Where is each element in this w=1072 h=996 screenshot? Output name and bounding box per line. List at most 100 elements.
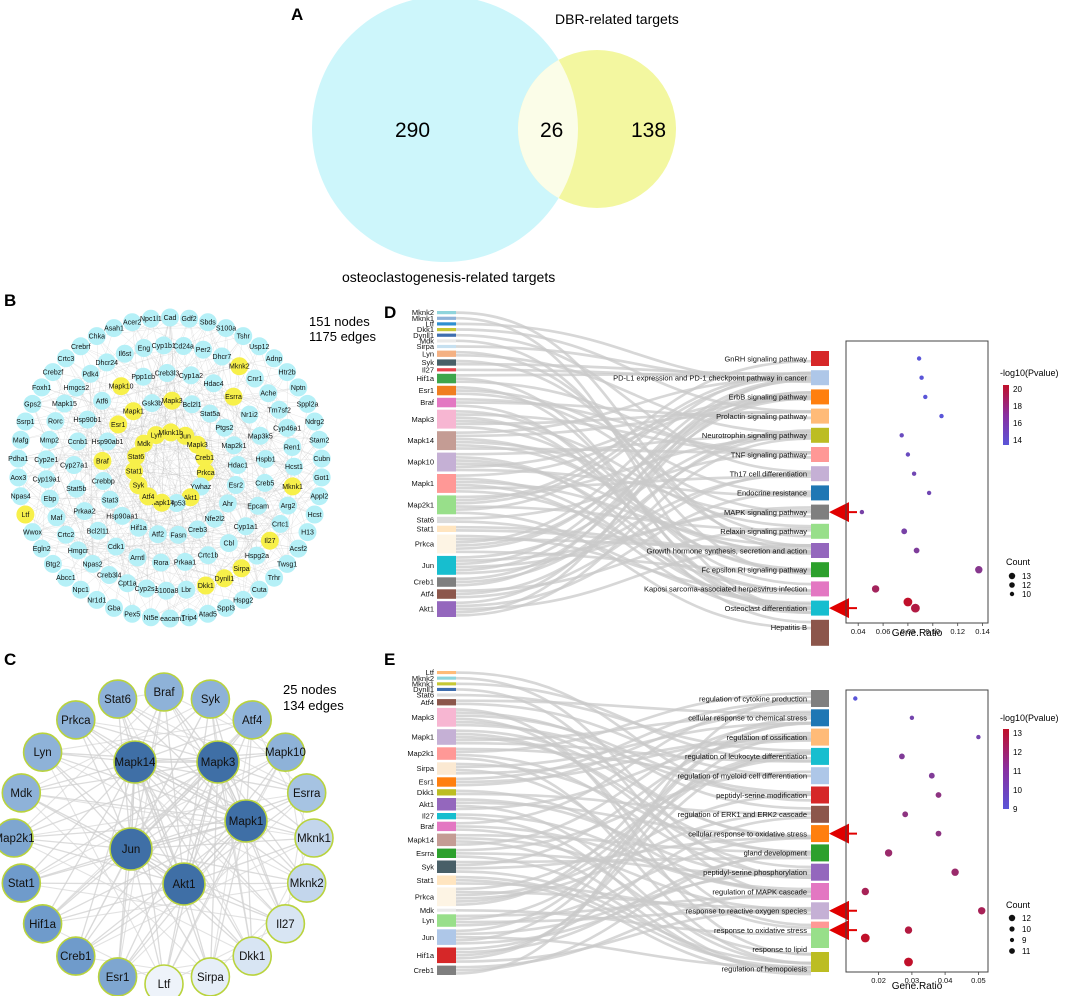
network-b-node: Trp53 [168, 494, 186, 512]
network-b-node-circle [278, 418, 297, 437]
network-b-node-circle [83, 554, 102, 573]
network-b-node-circle [56, 568, 75, 587]
network-b-node: Dhcr24 [96, 353, 118, 372]
network-b-node: Stam2 [309, 430, 330, 449]
network-b-edge [190, 375, 295, 467]
network-c-node-count: 25 nodes [283, 682, 337, 697]
network-b-node: Egln2 [32, 539, 51, 558]
network-b-node: Cyp19a1 [32, 470, 61, 489]
kegg-gene-esr1: Esr1 [419, 385, 456, 396]
network-b-node-label: Npas4 [11, 494, 31, 501]
network-c-node: Esrra [286, 773, 327, 813]
go-gene-label: Mdk [420, 906, 434, 915]
network-b-node-circle [141, 309, 160, 328]
go-gene-bar [437, 929, 456, 945]
network-c-node-circle [232, 936, 272, 976]
go-gene-bar [437, 821, 456, 832]
go-dot-plot: Gene.Ratio -log10(Pvalue) 13 12 11 10 9 … [845, 689, 1059, 992]
network-b-node-circle [55, 394, 74, 413]
go-tick-label: 0.03 [905, 976, 920, 985]
network-b-edge [32, 531, 187, 590]
kegg-gene-bar [437, 328, 456, 332]
network-b-edge [18, 378, 255, 478]
network-b-node-label: Hspg2a [245, 553, 269, 560]
network-b-node-label: Stat5b [66, 486, 86, 493]
go-gene-label: Atf4 [421, 698, 434, 707]
network-b-node-label: Hdac4 [203, 381, 223, 388]
network-b-node-circle [40, 489, 59, 508]
go-color-tick: 10 [1013, 786, 1022, 795]
network-b-node-circle [152, 553, 170, 572]
network-c-edge [42, 923, 165, 985]
go-gene-mknk2: Mknk2 [412, 674, 456, 683]
network-b-node: Npas2 [82, 554, 103, 573]
venn-left-label: osteoclastogenesis-related targets [342, 269, 555, 285]
kegg-term-prolactin-signaling-pathway: Prolactin signaling pathway [716, 408, 829, 424]
network-c-edge [13, 761, 219, 839]
network-b-edge [87, 419, 93, 564]
kegg-gene-ltf: Ltf [426, 320, 456, 329]
go-term-response-to-lipid: response to lipid [752, 928, 829, 954]
network-b-node-circle [81, 364, 100, 383]
network-b-node-label: Prkaa2 [73, 509, 95, 516]
kegg-term-bar [811, 504, 829, 520]
network-b-node: Cyp46a1 [273, 418, 301, 437]
kegg-point [939, 413, 944, 419]
kegg-size-tick: 13 [1022, 572, 1031, 581]
kegg-term-pd-l1-expression-and-pd-1-checkpoint-pathway-in-cancer: PD-L1 expression and PD-1 checkpoint pat… [613, 370, 829, 386]
kegg-term-bar [811, 581, 829, 597]
network-b-node-label: Prkca [197, 470, 215, 477]
go-term-bar [811, 902, 829, 920]
network-c-edge [134, 761, 185, 885]
kegg-color-tick: 14 [1013, 436, 1022, 445]
network-b-node-circle [78, 410, 97, 429]
network-b-node-circle [250, 580, 269, 599]
kegg-term-label: Relaxin signaling pathway [720, 527, 807, 536]
kegg-term-label: Prolactin signaling pathway [716, 412, 807, 421]
kegg-tick-label: 0.08 [901, 627, 916, 636]
network-b-node: Cyp1b1 [152, 336, 176, 355]
network-b-edge [188, 318, 260, 590]
kegg-gene-bar [437, 368, 456, 372]
network-b-node-label: Ywhaz [190, 484, 212, 491]
network-b-node-circle [87, 590, 106, 609]
network-b-node: Il27 [260, 531, 279, 550]
go-tick-label: 0.05 [971, 976, 986, 985]
network-c-edge [75, 698, 211, 957]
go-term-bar [811, 767, 829, 785]
network-c-edge [21, 698, 211, 794]
go-point [909, 715, 915, 720]
kegg-point [926, 490, 932, 496]
panel-label-a: A [291, 5, 303, 24]
network-b-node: Gdf2 [180, 309, 199, 328]
network-b-node-label: Htr2b [279, 370, 296, 377]
network-b-node-label: Bcl2l1 [182, 402, 201, 409]
kegg-link [455, 401, 812, 420]
network-b-node-label: Mapk10 [109, 384, 134, 391]
network-b-edge [205, 472, 293, 487]
network-b-node: Epcam [247, 496, 269, 515]
network-b-node-label: Ndrg2 [305, 419, 324, 426]
network-b-node: Mapk1 [123, 402, 144, 421]
network-c-node: Syk [190, 679, 231, 719]
network-b-node-circle [249, 496, 268, 515]
network-b-node: Atf2 [148, 525, 167, 544]
go-gene-label: Esr1 [419, 778, 434, 787]
network-b-edge [205, 472, 258, 556]
network-b-node-circle [310, 487, 329, 506]
network-c-node-circle [0, 818, 34, 858]
go-point [853, 696, 858, 701]
network-b-edge [32, 531, 152, 618]
network-b-node-label: Esr2 [229, 483, 244, 490]
network-b-node-circle [93, 391, 112, 410]
network-b-edge [18, 458, 103, 462]
network-b-node-label: Crebbp [92, 479, 115, 486]
go-gene-bar [437, 693, 456, 697]
kegg-term-relaxin-signaling-pathway: Relaxin signaling pathway [720, 523, 829, 539]
network-b-node-circle [247, 546, 266, 565]
panel-label-d: D [384, 303, 396, 322]
network-c-edge [134, 761, 165, 985]
network-b-node-label: Il6st [118, 351, 131, 358]
go-term-label: regulation of cytokine production [699, 694, 807, 703]
network-b-node-label: Esrra [225, 394, 242, 401]
